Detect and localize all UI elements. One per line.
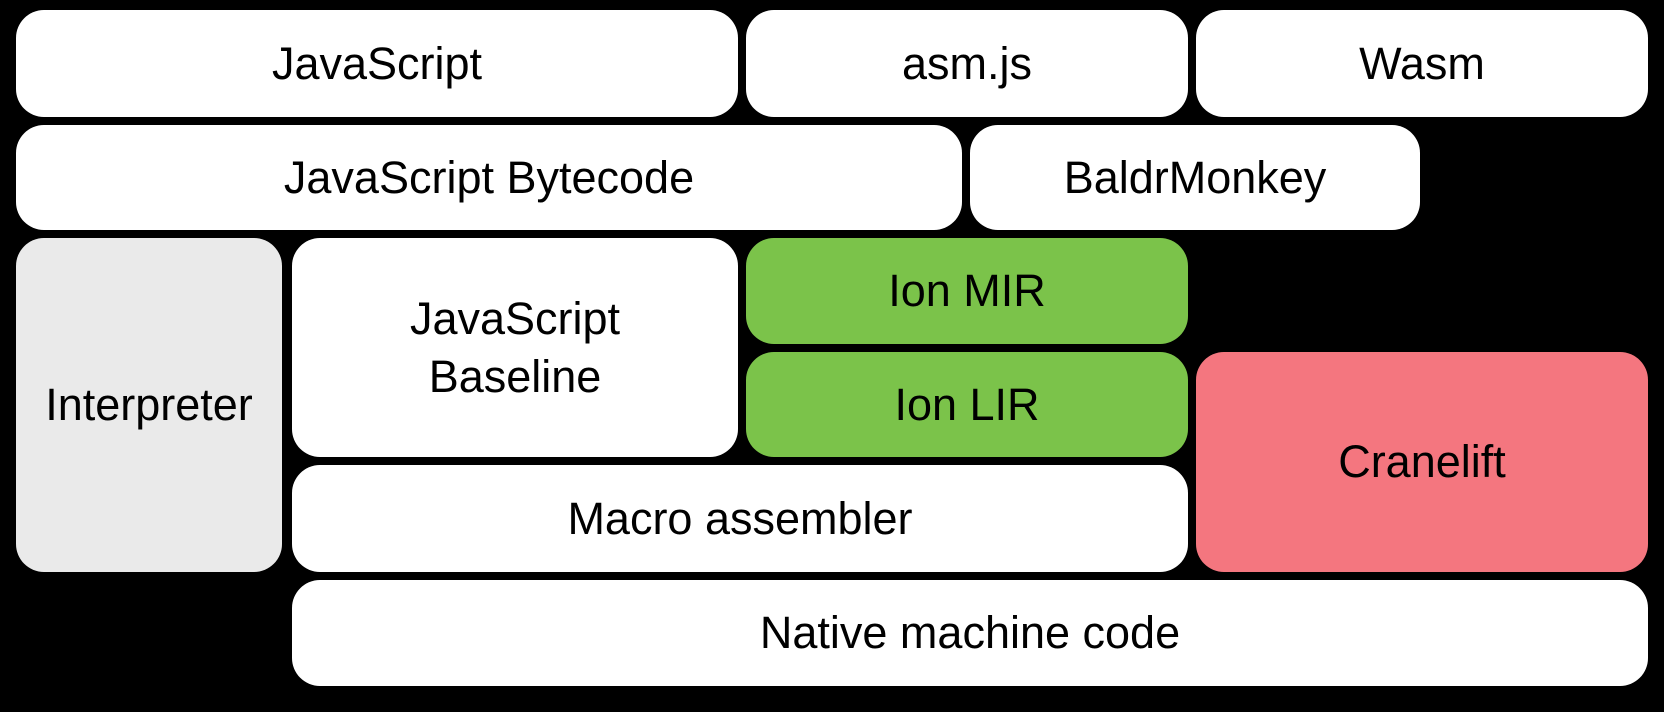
box-interpreter: Interpreter bbox=[16, 238, 282, 572]
box-cranelift-label: Cranelift bbox=[1338, 436, 1506, 488]
box-ion-mir-label: Ion MIR bbox=[888, 265, 1046, 317]
box-native-machine-code-label: Native machine code bbox=[759, 607, 1181, 659]
box-macro-assembler-label: Macro assembler bbox=[567, 492, 913, 544]
box-ion-mir: Ion MIR bbox=[746, 238, 1188, 344]
box-wasm-label: Wasm bbox=[1359, 37, 1485, 89]
box-interpreter-label: Interpreter bbox=[45, 379, 253, 431]
box-ion-lir-label: Ion LIR bbox=[894, 378, 1040, 430]
box-asmjs-label: asm.js bbox=[901, 37, 1032, 89]
box-cranelift: Cranelift bbox=[1196, 352, 1648, 572]
box-javascript: JavaScript bbox=[16, 10, 738, 117]
box-macro-assembler: Macro assembler bbox=[292, 465, 1188, 572]
box-javascript-bytecode-label: JavaScript Bytecode bbox=[283, 151, 695, 203]
box-ion-lir: Ion LIR bbox=[746, 352, 1188, 457]
box-javascript-label: JavaScript bbox=[271, 37, 483, 89]
box-javascript-baseline-label: JavaScript Baseline bbox=[409, 292, 621, 402]
box-baldrmonkey: BaldrMonkey bbox=[970, 125, 1420, 230]
box-baldrmonkey-label: BaldrMonkey bbox=[1063, 151, 1327, 203]
box-wasm: Wasm bbox=[1196, 10, 1648, 117]
box-javascript-baseline: JavaScript Baseline bbox=[292, 238, 738, 457]
box-native-machine-code: Native machine code bbox=[292, 580, 1648, 686]
box-javascript-bytecode: JavaScript Bytecode bbox=[16, 125, 962, 230]
box-asmjs: asm.js bbox=[746, 10, 1188, 117]
